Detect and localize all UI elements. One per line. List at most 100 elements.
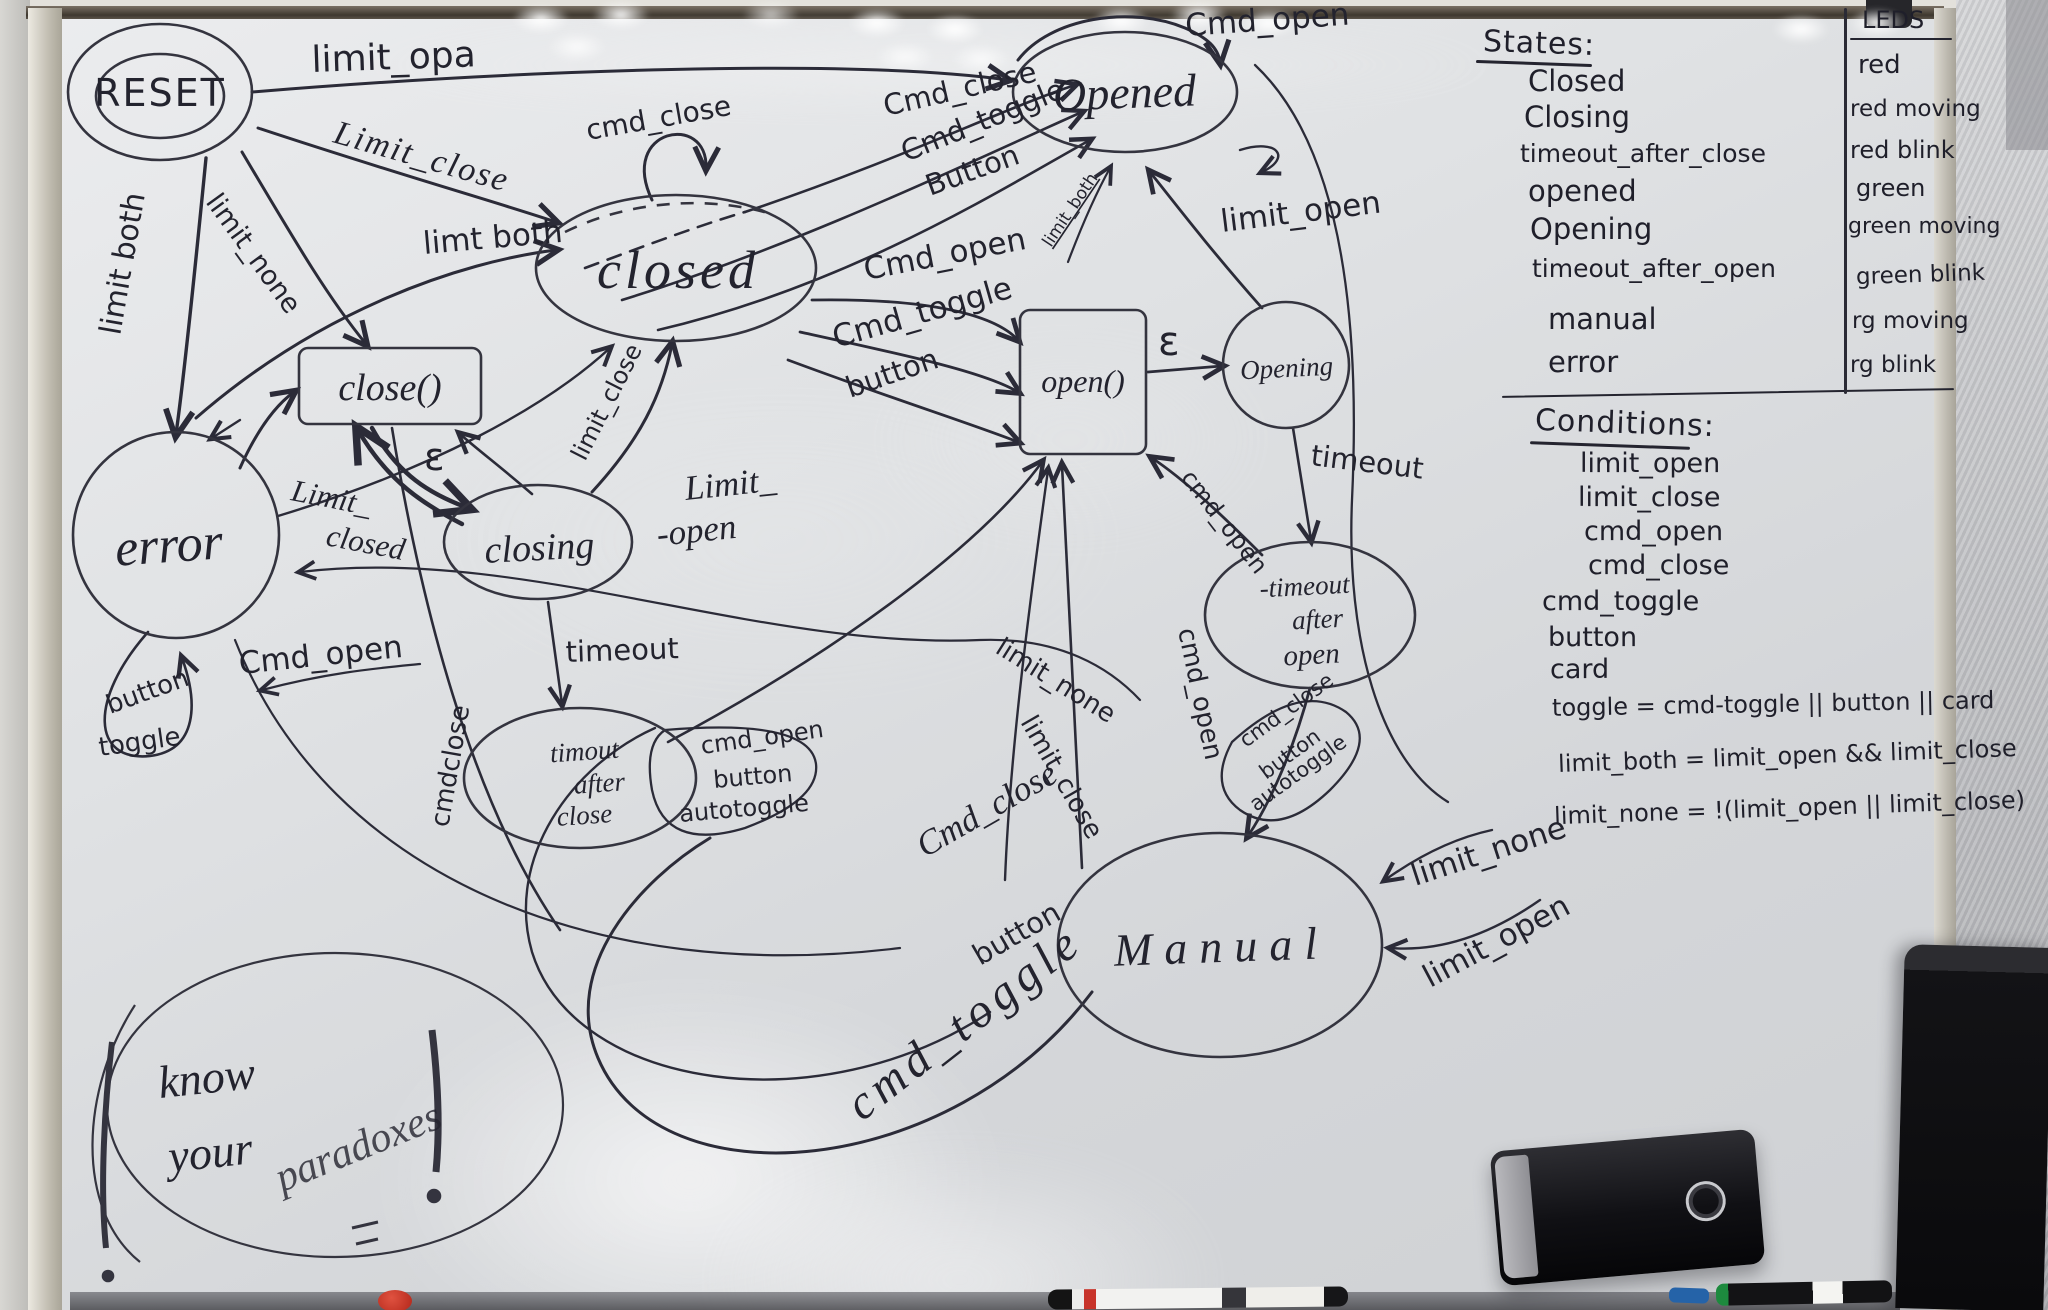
exclamation-left-dot bbox=[101, 1269, 115, 1283]
state-node-timeout-after-open bbox=[1203, 540, 1417, 690]
edge-label-cmd-open-error: Cmd_open bbox=[237, 629, 404, 682]
edge-arrow-error bbox=[206, 418, 242, 442]
edge-closing-close-b bbox=[351, 418, 465, 527]
wall-left bbox=[0, 0, 30, 1310]
edge-labels: limit_opa Limit_close limit both limit_n… bbox=[93, 0, 1576, 1131]
edge-limitnone-manual bbox=[1379, 828, 1494, 885]
eraser-felt bbox=[1494, 1154, 1539, 1279]
lamp-reflection bbox=[592, 0, 650, 30]
edge-label-cmd-close-manual: Cmd_close bbox=[910, 753, 1064, 865]
bubble-text: know your paradoxes bbox=[156, 1047, 448, 1202]
leds-item: green blink bbox=[1855, 259, 1986, 291]
marker-blue-cap bbox=[1668, 1287, 1710, 1304]
edge-reset-error bbox=[163, 156, 208, 444]
red-marker-cap bbox=[378, 1290, 412, 1310]
leds-item: rg blink bbox=[1850, 352, 1937, 378]
lamp-reflection bbox=[1240, 8, 1298, 38]
conditions-item: button bbox=[1548, 622, 1638, 653]
board-top-rail bbox=[26, 6, 1944, 19]
speech-bubble-tail bbox=[91, 1004, 141, 1263]
conditions-item: limit_open bbox=[1580, 448, 1721, 479]
states-item: manual bbox=[1548, 302, 1657, 336]
leds-item: red blink bbox=[1850, 136, 1955, 164]
lamp-reflection bbox=[1848, 8, 1906, 38]
edge-label-cmd-toggle-big: cmd_toggle bbox=[836, 914, 1092, 1131]
label-tac-3: close bbox=[556, 798, 613, 832]
leds-item: red moving bbox=[1850, 96, 1981, 122]
states-title: States: bbox=[1482, 24, 1596, 63]
edge-label-cmd-open-vert: cmd_open bbox=[1171, 625, 1228, 762]
label-closed: closed bbox=[597, 240, 759, 300]
edge-reset-opened bbox=[250, 63, 1017, 94]
edge-label-limit-open-right: limit_open bbox=[1417, 888, 1576, 995]
leds-item: rg moving bbox=[1852, 308, 1969, 334]
state-node-open-fn bbox=[1018, 308, 1148, 456]
edge-manual-open-2 bbox=[1003, 463, 1058, 882]
state-node-close-fn bbox=[297, 346, 483, 426]
label-tao-2: after bbox=[1291, 603, 1344, 636]
states-item: Opening bbox=[1530, 212, 1653, 246]
edge-label-limit-closed-2: closed bbox=[324, 518, 409, 568]
dark-band bbox=[2006, 0, 2048, 150]
edge-opening-opened bbox=[1144, 165, 1264, 310]
edge-label-limit-open-mid-1: Limit_ bbox=[682, 460, 778, 508]
label-tao-3: open bbox=[1283, 638, 1341, 673]
edge-error-selfloop bbox=[103, 630, 200, 758]
speaker-box bbox=[1895, 944, 2048, 1310]
label-error: error bbox=[113, 513, 225, 577]
state-node-reset-outer bbox=[66, 22, 254, 162]
edge-label-limit-both-small: limit_both bbox=[1039, 170, 1103, 251]
label-close-fn: close() bbox=[338, 367, 441, 409]
edge-label-limit-close-top: Limit_close bbox=[329, 114, 514, 200]
edge-reset-close bbox=[240, 150, 372, 351]
label-opened: Opened bbox=[1052, 64, 1198, 120]
edge-opened-curl bbox=[1238, 145, 1282, 176]
conditions-title: Conditions: bbox=[1534, 402, 1716, 445]
edge-manual-error-wavy bbox=[293, 559, 1142, 702]
lamp-reflection bbox=[548, 32, 606, 62]
state-node-closing bbox=[442, 483, 634, 601]
conditions-item: cmd_open bbox=[1584, 516, 1724, 547]
states-item: Closed bbox=[1528, 64, 1626, 98]
exclamation-right-dot bbox=[426, 1188, 442, 1204]
edge-closed-selfloop bbox=[643, 133, 721, 202]
state-node-reset-inner bbox=[94, 52, 226, 140]
edge-label-toggle-error: toggle bbox=[97, 722, 183, 763]
edge-cmdclose-long bbox=[390, 426, 562, 932]
state-node-manual bbox=[1056, 831, 1384, 1059]
edge-label-limit-none-right: limit_none bbox=[1406, 810, 1570, 894]
bubble-know: know bbox=[156, 1047, 258, 1108]
states-item: Closing bbox=[1524, 100, 1631, 134]
leds-title: LEDS bbox=[1862, 6, 1925, 34]
edge-tac-open bbox=[666, 455, 1047, 744]
lamp-reflection bbox=[1772, 14, 1830, 44]
edge-limitboth-opened bbox=[1066, 162, 1114, 264]
equals-doodle bbox=[351, 1220, 379, 1246]
edge-closed-open-2 bbox=[798, 330, 1025, 397]
transition-edges bbox=[103, 15, 1542, 1155]
states-item: error bbox=[1548, 345, 1619, 379]
label-open-fn: open() bbox=[1041, 363, 1125, 399]
ceiling-strip bbox=[0, 0, 2048, 10]
lamp-reflection bbox=[512, 4, 570, 34]
whiteboard-eraser bbox=[1489, 1128, 1766, 1287]
label-opening: Opening bbox=[1239, 351, 1333, 386]
edge-closed-opened-1 bbox=[743, 78, 1083, 214]
edge-label-button-error: button bbox=[102, 663, 193, 721]
edge-label-limit-close-vert: limit_close bbox=[565, 339, 647, 465]
state-node-timeout-after-close bbox=[462, 706, 698, 850]
edge-tao-open bbox=[1145, 453, 1264, 557]
edge-error-close bbox=[238, 386, 302, 470]
edge-label-cmd-toggle-closed: Cmd_toggle bbox=[828, 270, 1016, 356]
closed-dashed-arc bbox=[564, 201, 776, 234]
board-frame-left bbox=[28, 8, 62, 1310]
edge-label-cmdclose-vert: cmdclose bbox=[425, 703, 476, 829]
pill-outline-tac bbox=[648, 726, 818, 836]
edge-closed-open-3 bbox=[786, 358, 1026, 448]
edge-cmdtoggle-ribbon bbox=[586, 836, 1094, 1155]
leds-item: red bbox=[1858, 50, 1901, 80]
edge-label-timeout-opening: timeout bbox=[1309, 438, 1425, 486]
edge-opening-tao bbox=[1291, 426, 1321, 548]
edge-label-epsilon-open: ε bbox=[1158, 319, 1180, 365]
